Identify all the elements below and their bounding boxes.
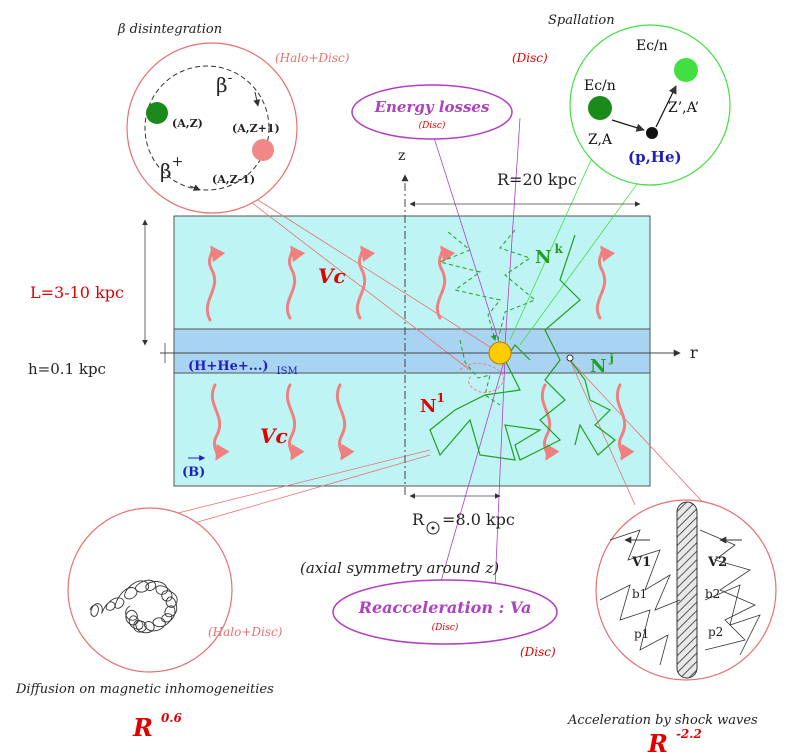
shock-title: Acceleration by shock waves xyxy=(567,713,758,728)
svg-text:β+: β+ xyxy=(160,154,183,183)
svg-text:p1: p1 xyxy=(634,627,649,641)
svg-text:Z’,A’: Z’,A’ xyxy=(668,100,699,116)
beta-disintegration-title: β disintegration xyxy=(117,22,222,37)
halo-disc-bottom-label: (Halo+Disc) xyxy=(208,625,283,639)
magnetic-field-label: (B) xyxy=(182,455,205,480)
disc-bottom-label: (Disc) xyxy=(520,645,556,659)
svg-text:(A,Z): (A,Z) xyxy=(172,117,203,130)
svg-text:Energy losses: Energy losses xyxy=(374,98,490,116)
axes: z r R=20 kpc L=3-10 kpc h=0.1 kpc xyxy=(28,148,698,499)
svg-text:(p,He): (p,He) xyxy=(628,148,682,166)
parent-nucleus xyxy=(146,102,168,124)
spallation-title: Spallation xyxy=(548,13,615,28)
disc-height-label: h=0.1 kpc xyxy=(28,360,106,378)
svg-text:Ec/n: Ec/n xyxy=(584,78,616,94)
source-point xyxy=(566,354,574,362)
target-nucleus xyxy=(646,127,658,139)
nucleus-n1-label: N1 xyxy=(420,391,445,417)
diffusion-bubble xyxy=(67,507,233,673)
svg-text:V1: V1 xyxy=(631,555,651,570)
beta-disintegration-bubble: (A,Z) (A,Z+1) (A,Z-1) β- β+ xyxy=(126,42,298,214)
svg-text:(Disc): (Disc) xyxy=(419,120,446,131)
vc-lower-label: Vc xyxy=(260,424,288,448)
galactic-disc xyxy=(173,328,651,374)
vc-upper-label: Vc xyxy=(318,264,346,288)
energy-losses-bubble: Energy losses (Disc) xyxy=(351,84,513,140)
svg-text:V2: V2 xyxy=(707,555,727,570)
sun-symbol xyxy=(426,521,440,535)
svg-text:Z,A: Z,A xyxy=(588,132,613,148)
svg-text:b1: b1 xyxy=(632,587,647,601)
svg-text:(B): (B) xyxy=(182,465,205,480)
svg-text:β-: β- xyxy=(216,70,233,97)
shock-wave-bubble: V1 V2 b1 b2 p1 p2 xyxy=(595,499,777,681)
galaxy-model xyxy=(173,215,651,487)
pink-dashed-path xyxy=(459,363,504,393)
sun-marker xyxy=(488,341,512,365)
solid-propagation-path xyxy=(429,234,616,461)
z-axis-label: z xyxy=(398,148,405,164)
reacceleration-bubble: Reacceleration : Va (Disc) xyxy=(332,579,558,645)
axial-symmetry-label: (axial symmetry around z) xyxy=(300,559,499,577)
svg-text:Ec/n: Ec/n xyxy=(636,38,668,54)
daughter-nucleus xyxy=(252,139,274,161)
turbulent-trajectory xyxy=(89,579,178,634)
dashed-propagation-paths xyxy=(438,229,536,406)
svg-text:b2: b2 xyxy=(705,587,720,601)
halo-disc-top-label: (Halo+Disc) xyxy=(275,51,350,65)
shock-front xyxy=(676,501,698,679)
galactic-wind xyxy=(205,245,635,461)
primary-nucleus xyxy=(588,96,612,120)
r-axis-label: r xyxy=(690,343,698,362)
svg-text:p2: p2 xyxy=(708,625,723,639)
ism-label: (H+He+...) ISM xyxy=(188,359,298,377)
diffusion-title: Diffusion on magnetic inhomogeneities xyxy=(15,682,274,697)
svg-text:(A,Z-1): (A,Z-1) xyxy=(212,173,255,186)
sun-distance-label: R=8.0 kpc xyxy=(412,510,515,529)
halo-height-label: L=3-10 kpc xyxy=(30,283,124,302)
secondary-nucleus xyxy=(674,58,698,82)
svg-text:Reacceleration : Va: Reacceleration : Va xyxy=(358,598,532,617)
disc-top-label: (Disc) xyxy=(512,51,548,65)
svg-text:(A,Z+1): (A,Z+1) xyxy=(232,122,280,135)
r-extent-label: R=20 kpc xyxy=(497,170,577,189)
spallation-bubble: Ec/n Ec/n Z,A Z’,A’ (p,He) xyxy=(569,24,731,186)
shock-rigidity-law: R-2.2 xyxy=(647,727,702,756)
svg-text:(Disc): (Disc) xyxy=(432,622,459,633)
